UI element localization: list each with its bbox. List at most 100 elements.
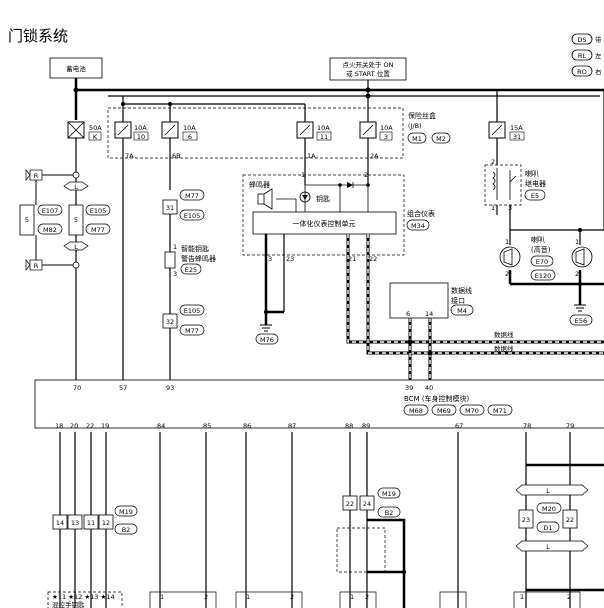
- junction-dot: [407, 339, 413, 345]
- fuse-rating: 10A: [380, 124, 393, 132]
- jb-box: [107, 107, 404, 159]
- bottom-components: ★11 ★12 ★13 ★14 混控手钥匙 1 2 1 2 1 2 1 2: [47, 591, 581, 608]
- jb-sub: (J/B): [408, 122, 422, 130]
- svg-text:6: 6: [406, 310, 410, 318]
- svg-text:86: 86: [243, 422, 251, 430]
- fuse-rating: 50A: [89, 124, 102, 132]
- legend-code-ro: RO: [577, 68, 587, 76]
- svg-text:E70: E70: [536, 258, 548, 266]
- svg-text:E105: E105: [184, 307, 201, 315]
- jb-pin-6b: 6B: [172, 152, 181, 160]
- svg-text:2: 2: [505, 270, 509, 278]
- fuse-50a: 50A K: [67, 121, 102, 141]
- svg-text:M68: M68: [409, 407, 423, 415]
- fuse-rating: 10A: [134, 124, 147, 132]
- svg-text:E56: E56: [575, 317, 587, 325]
- junction-dot: [73, 87, 79, 93]
- svg-text:BCM (车身控制模块): BCM (车身控制模块): [404, 394, 470, 403]
- svg-text:M82: M82: [43, 226, 57, 234]
- fuse-10a-6: 10A 6: [161, 121, 198, 141]
- meter-ground-wires: [260, 234, 285, 332]
- svg-text:14: 14: [425, 310, 433, 318]
- svg-text:组合仪表: 组合仪表: [407, 209, 435, 218]
- svg-text:85: 85: [203, 422, 211, 430]
- svg-text:1: 1: [173, 243, 177, 251]
- legend-text-rl: 左: [595, 51, 602, 60]
- svg-text:22: 22: [346, 500, 354, 508]
- junction-dot: [365, 87, 371, 93]
- fuse-number: 6: [188, 133, 192, 141]
- svg-text:M77: M77: [185, 192, 199, 200]
- svg-text:一体化仪表控制单元: 一体化仪表控制单元: [293, 219, 356, 228]
- fuse-rating: 15A: [510, 124, 523, 132]
- svg-text:1: 1: [160, 593, 164, 601]
- svg-text:22: 22: [369, 255, 377, 263]
- svg-text:14: 14: [56, 519, 64, 527]
- svg-text:13: 13: [71, 519, 79, 527]
- svg-text:79: 79: [566, 422, 574, 430]
- svg-text:88: 88: [345, 422, 353, 430]
- svg-text:1: 1: [575, 238, 579, 246]
- right-junction: L 23 M20 D1 22 L: [515, 484, 589, 552]
- svg-text:E5: E5: [531, 192, 539, 200]
- svg-text:1: 1: [350, 593, 354, 601]
- legend: DS 带 RL 左 RO 右: [571, 33, 602, 77]
- svg-text:57: 57: [119, 384, 127, 392]
- svg-text:2: 2: [575, 270, 579, 278]
- svg-text:84: 84: [157, 422, 165, 430]
- svg-text:93: 93: [166, 384, 174, 392]
- data-lines: [346, 234, 604, 380]
- junction-dot: [365, 93, 371, 99]
- svg-text:蜂鸣器: 蜂鸣器: [249, 180, 270, 189]
- svg-text:3: 3: [173, 270, 177, 278]
- combination-meter: 1 2 蜂鸣器 钥匙 一体化仪表控制单元 3 23 21 22 组合仪表 M34: [242, 171, 435, 263]
- data-line-label-2: 数据线: [494, 344, 514, 353]
- svg-text:11: 11: [87, 519, 95, 527]
- data-line-label-1: 数据线: [494, 330, 514, 339]
- svg-text:2: 2: [491, 158, 495, 166]
- bcm-output-wires: [59, 432, 571, 608]
- ground-m76: [255, 333, 279, 345]
- svg-text:23: 23: [286, 255, 294, 263]
- legend-code-rl: RL: [578, 52, 587, 60]
- svg-text:M4: M4: [457, 307, 467, 315]
- fuse-number: K: [93, 133, 98, 141]
- svg-text:22: 22: [566, 516, 574, 524]
- svg-text:24: 24: [363, 500, 371, 508]
- fuse-rating: 10A: [183, 124, 196, 132]
- svg-text:D1: D1: [543, 524, 552, 532]
- svg-text:L: L: [546, 543, 550, 551]
- svg-text:M19: M19: [382, 490, 396, 498]
- svg-text:混控手钥匙: 混控手钥匙: [52, 600, 85, 608]
- junction-dot: [264, 310, 268, 314]
- svg-text:数据线: 数据线: [451, 286, 472, 295]
- svg-text:E25: E25: [185, 266, 197, 274]
- jb-conn-1: M1: [412, 135, 422, 143]
- svg-text:B2: B2: [122, 526, 131, 534]
- fuse-number: 31: [513, 133, 521, 141]
- svg-text:87: 87: [288, 422, 296, 430]
- svg-text:23: 23: [522, 516, 530, 524]
- svg-text:智能钥匙: 智能钥匙: [181, 244, 209, 253]
- svg-text:警告蜂鸣器: 警告蜂鸣器: [181, 254, 216, 263]
- ignition-label-2: 或 START 位置: [346, 69, 390, 78]
- ignition-label-1: 点火开关处于 ON: [342, 60, 393, 69]
- svg-text:21: 21: [348, 255, 356, 263]
- svg-text:89: 89: [362, 422, 370, 430]
- ground-e56: [569, 314, 593, 326]
- svg-text:19: 19: [101, 422, 109, 430]
- svg-text:L: L: [74, 243, 78, 251]
- junction-dot: [402, 570, 406, 574]
- svg-text:22: 22: [86, 422, 94, 430]
- svg-text:39: 39: [405, 384, 413, 392]
- data-link-connector: 数据线 接口 M4 6 14: [389, 282, 474, 319]
- fuse-number: 3: [384, 133, 388, 141]
- svg-text:32: 32: [166, 318, 174, 326]
- page-title: 门锁系统: [8, 27, 68, 45]
- svg-text:M77: M77: [185, 327, 199, 335]
- svg-text:5: 5: [25, 216, 29, 224]
- bcm-bottom-pins: 18 20 22 19 84 85 86 87 88 89 67 78 79: [55, 422, 574, 430]
- svg-text:E107: E107: [42, 207, 59, 215]
- svg-text:1: 1: [301, 171, 305, 179]
